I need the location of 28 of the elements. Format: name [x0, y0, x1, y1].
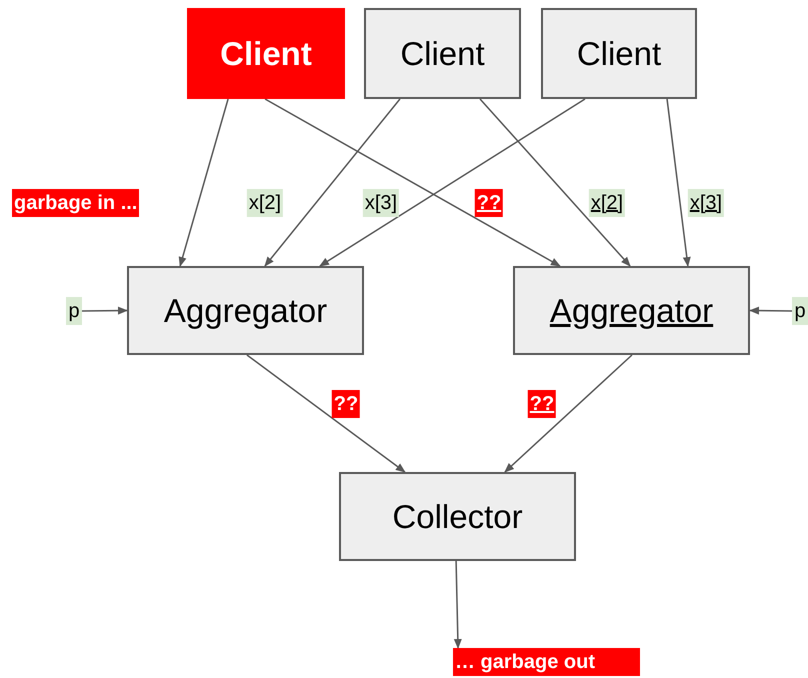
arrow	[749, 306, 792, 315]
process-box: Client	[187, 8, 345, 99]
arrow	[178, 98, 229, 267]
note-label: … garbage out	[453, 648, 640, 676]
arrow	[479, 98, 631, 267]
arrow	[82, 306, 128, 315]
arrow	[504, 354, 632, 473]
arrow	[666, 98, 691, 267]
arrow	[264, 98, 561, 267]
edge-label: x[3]	[688, 189, 724, 217]
process-box: Client	[541, 8, 697, 99]
process-box: Aggregator	[513, 266, 750, 355]
edge-label: x[3]	[362, 189, 400, 217]
parameter-label: p	[66, 297, 82, 325]
process-box: Collector	[339, 472, 576, 561]
note-label: garbage in ...	[12, 189, 140, 217]
edge-label: ??	[528, 390, 556, 418]
arrow	[454, 560, 462, 649]
arrow	[246, 354, 406, 473]
process-box: Client	[364, 8, 521, 99]
edge-label: ??	[332, 390, 360, 418]
edge-label: ??	[474, 189, 504, 217]
arrow	[319, 98, 586, 267]
arrow	[264, 98, 401, 267]
parameter-label: p	[792, 297, 808, 325]
edge-label: x[2]	[246, 189, 284, 217]
process-box: Aggregator	[127, 266, 364, 355]
edge-label: x[2]	[588, 189, 626, 217]
